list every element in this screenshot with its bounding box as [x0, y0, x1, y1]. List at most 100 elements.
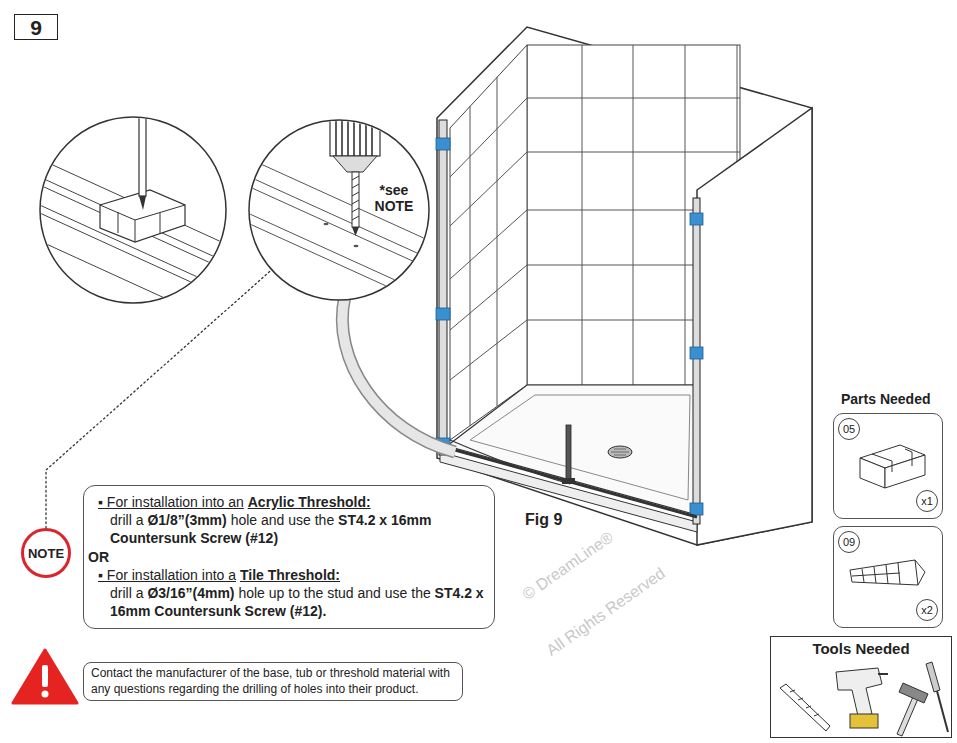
detail-magnifier-clip [20, 112, 250, 337]
watermark: © DreamLine® [519, 528, 616, 604]
note-box: ▪ For installation into anAcrylic Thresh… [83, 485, 495, 629]
note-text: OR [88, 549, 109, 565]
node-text: *see NOTE [370, 182, 418, 214]
shower-enclosure [697, 108, 812, 545]
part-card: 05 x1 [833, 413, 943, 519]
tools-icons [878, 673, 888, 675]
part-clip-icon [860, 458, 885, 488]
detail-magnifier-clip [100, 205, 185, 242]
part-anchor-icon [850, 560, 925, 585]
callout-band [342, 296, 455, 452]
figure-label: Fig 9 [525, 511, 562, 529]
note-paragraph: drill aØ3/16”(4mm)hole up to the stud an… [88, 584, 486, 620]
shower-enclosure [436, 138, 450, 150]
detail-magnifier-drill [352, 176, 359, 220]
shower-enclosure [450, 45, 527, 440]
section-heading: Parts Needed [841, 391, 930, 407]
note-text: Tile Threshold: [240, 567, 340, 583]
detail-magnifier-clip [139, 196, 146, 210]
note-text: Ø3/16”(4mm) [147, 585, 234, 601]
shower-enclosure [450, 98, 527, 380]
node-text: 9 [30, 17, 42, 38]
step-number-box: 9 [14, 14, 58, 40]
part-anchor-icon [850, 560, 925, 585]
shower-enclosure [470, 77, 497, 426]
detail-magnifier-drill [354, 245, 359, 248]
note-text: ▪ For installation into a [98, 567, 236, 583]
detail-magnifier-clip [40, 117, 226, 303]
warning-symbol [42, 691, 49, 698]
shower-enclosure [690, 213, 703, 225]
shower-enclosure [439, 120, 447, 455]
node-text: 05 [838, 418, 860, 440]
shower-enclosure [608, 446, 632, 458]
shower-enclosure [690, 503, 703, 515]
note-paragraph: drill aØ1/8”(3mm)hole and use theST4.2 x… [88, 511, 486, 547]
node-text: 09 [838, 531, 860, 553]
note-text: hole up to the stud and use the [238, 585, 430, 601]
shower-enclosure [562, 478, 575, 484]
tools-panel: Tools Needed [770, 636, 952, 738]
tools-icons [926, 662, 940, 692]
detail-magnifier-clip [20, 150, 250, 337]
tools-icons [899, 683, 928, 703]
detail-magnifier-clip [100, 190, 185, 242]
node-text: Contact the manufacturer of the base, tu… [91, 666, 455, 697]
tools-icons [780, 662, 948, 736]
part-clip-icon [860, 445, 925, 488]
part-clip-icon [872, 449, 912, 472]
part-clip-icon [885, 455, 925, 488]
detail-magnifier-drill [336, 118, 372, 156]
node-text: NOTE [28, 547, 64, 560]
shower-enclosure [693, 198, 700, 524]
note-badge: NOTE [21, 528, 71, 578]
detail-magnifier-drill [324, 223, 329, 226]
part-card: 09 x2 [833, 526, 943, 628]
tools-icons [836, 668, 882, 716]
detail-magnifier: *see NOTE [249, 120, 429, 300]
note-text: hole and use the [231, 512, 335, 528]
warning-symbol [13, 650, 77, 703]
shower-enclosure [690, 347, 703, 359]
tools-icons [780, 684, 830, 731]
shower-enclosure [436, 308, 450, 320]
callout-band [342, 296, 455, 452]
detail-magnifier-drill [230, 112, 450, 315]
shower-enclosure [450, 77, 527, 426]
callout-band [342, 296, 455, 452]
shower-enclosure [436, 138, 703, 515]
note-text: Acrylic Threshold: [248, 494, 371, 510]
detail-magnifier-drill [352, 227, 359, 236]
note-paragraph: ▪ For installation into aTile Threshold: [88, 566, 486, 584]
node-text: Tools Needed [771, 640, 951, 657]
shower-enclosure [436, 27, 812, 545]
note-text: ▪ For installation into an [98, 494, 244, 510]
warning-symbol [42, 665, 48, 687]
shower-enclosure [566, 425, 571, 483]
detail-magnifier-clip [20, 112, 250, 337]
shower-enclosure [450, 440, 570, 484]
tools-icons [937, 691, 948, 732]
warning-symbol [13, 650, 77, 703]
tools-icons [850, 714, 878, 728]
detail-magnifier-drill [230, 150, 450, 315]
note-text: Ø1/8”(3mm) [147, 512, 226, 528]
node-text: x1 [916, 490, 938, 512]
part-anchor-icon [852, 560, 918, 585]
tools-icons [790, 690, 819, 716]
note-paragraph: OR [88, 548, 486, 566]
detail-magnifier-clip [139, 112, 146, 196]
detail-magnifier-drill [230, 112, 450, 315]
node-text: x2 [916, 599, 938, 621]
detail-magnifier-drill [352, 172, 359, 227]
note-paragraph: ▪ For installation into anAcrylic Thresh… [88, 493, 486, 511]
shower-enclosure [437, 27, 812, 545]
detail-magnifier-drill [333, 156, 377, 172]
detail-magnifier-drill [330, 112, 380, 156]
note-text: drill a [110, 512, 143, 528]
shower-enclosure [611, 449, 629, 455]
note-text: drill a [110, 585, 143, 601]
